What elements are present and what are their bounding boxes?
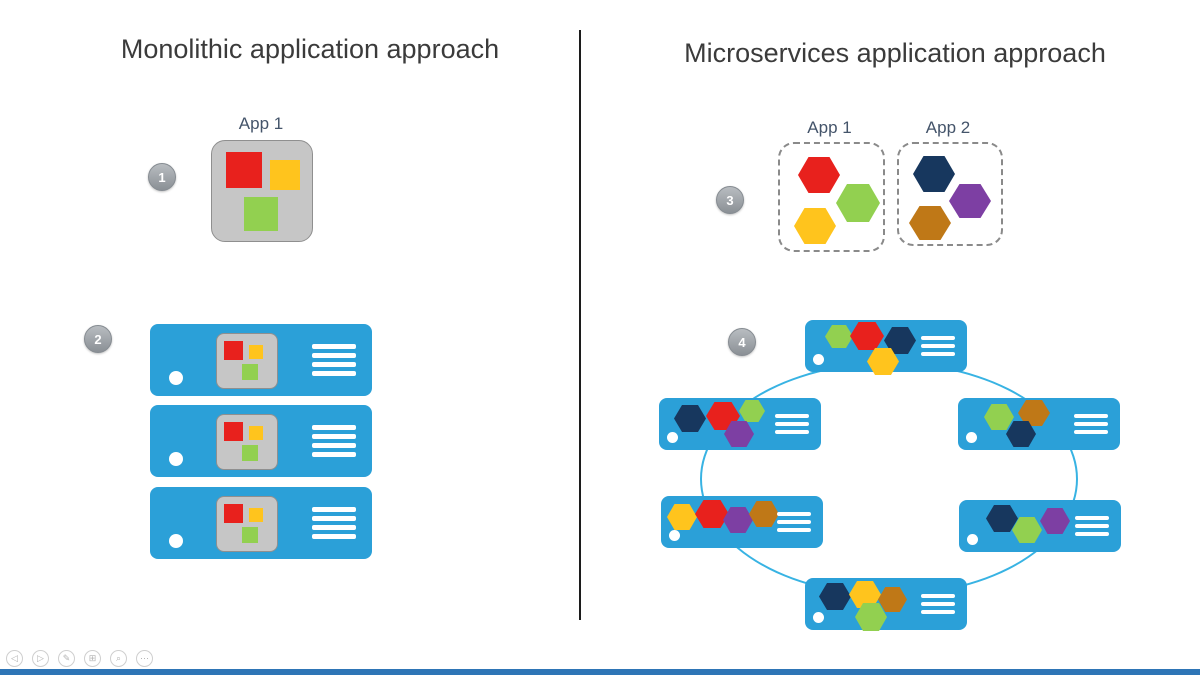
mini-block-green	[242, 364, 258, 380]
service-hex	[850, 322, 884, 350]
server-vents-icon	[921, 594, 955, 614]
service-hex-green	[836, 184, 880, 222]
slideshow-toolbar: ◁ ▷ ✎ ⊞ ⌕ ⋯	[6, 650, 153, 667]
service-hex	[878, 587, 907, 612]
server-vents-icon	[312, 344, 356, 376]
monolithic-title: Monolithic application approach	[120, 34, 500, 64]
next-slide-button[interactable]: ▷	[32, 650, 49, 667]
server-led-icon	[813, 354, 824, 365]
server-vents-icon	[777, 512, 811, 532]
server-led-icon	[169, 534, 183, 548]
step-2-badge: 2	[84, 325, 112, 353]
service-hex-brown	[909, 206, 951, 240]
center-divider	[579, 30, 581, 620]
mini-block-red	[224, 422, 243, 441]
server-led-icon	[966, 432, 977, 443]
pen-icon: ✎	[62, 653, 71, 663]
micro-server-lower-right	[959, 500, 1121, 552]
previous-slide-icon: ◁	[11, 653, 18, 663]
service-hex-purple	[949, 184, 991, 218]
server-vents-icon	[775, 414, 809, 434]
service-hex	[739, 400, 765, 422]
server-vents-icon	[312, 425, 356, 457]
service-hex	[695, 500, 729, 528]
monolith-server-2	[150, 405, 372, 477]
mini-app-box	[216, 496, 278, 552]
see-all-slides-icon: ⊞	[88, 653, 97, 663]
microservices-title: Microservices application approach	[684, 38, 1106, 68]
server-led-icon	[967, 534, 978, 545]
micro-app2-label: App 2	[925, 118, 971, 137]
monolith-app-box	[211, 140, 313, 242]
service-hex-yellow	[794, 208, 836, 244]
monolith-server-1	[150, 324, 372, 396]
service-hex	[674, 405, 706, 432]
service-hex	[723, 507, 753, 533]
server-vents-icon	[1074, 414, 1108, 434]
micro-app1-box	[778, 142, 885, 252]
module-block-red	[226, 152, 262, 188]
server-vents-icon	[312, 507, 356, 539]
module-block-yellow	[270, 160, 300, 190]
bottom-accent-bar	[0, 669, 1200, 675]
server-led-icon	[169, 371, 183, 385]
mini-block-red	[224, 341, 243, 360]
server-led-icon	[669, 530, 680, 541]
zoom-icon: ⌕	[115, 653, 122, 663]
mini-block-green	[242, 527, 258, 543]
service-hex-navy	[913, 156, 955, 192]
module-block-green	[244, 197, 278, 231]
monolith-server-3	[150, 487, 372, 559]
step-3-badge: 3	[716, 186, 744, 214]
server-led-icon	[813, 612, 824, 623]
micro-server-top	[805, 320, 967, 375]
zoom-button[interactable]: ⌕	[110, 650, 127, 667]
previous-slide-button[interactable]: ◁	[6, 650, 23, 667]
mini-app-box	[216, 414, 278, 470]
service-hex	[825, 325, 853, 348]
server-vents-icon	[921, 336, 955, 356]
server-led-icon	[169, 452, 183, 466]
service-hex-red	[798, 157, 840, 193]
mini-block-yellow	[249, 345, 263, 359]
server-vents-icon	[1075, 516, 1109, 536]
step-4-badge: 4	[728, 328, 756, 356]
more-options-icon: ⋯	[140, 653, 149, 663]
mini-block-yellow	[249, 508, 263, 522]
pen-button[interactable]: ✎	[58, 650, 75, 667]
mini-block-red	[224, 504, 243, 523]
service-hex	[749, 501, 779, 527]
mini-app-box	[216, 333, 278, 389]
micro-app1-label: App 1	[807, 118, 852, 137]
service-hex	[984, 404, 1014, 430]
service-hex	[667, 504, 697, 530]
mini-block-yellow	[249, 426, 263, 440]
service-hex	[1040, 508, 1070, 534]
step-1-badge: 1	[148, 163, 176, 191]
monolith-app-label: App 1	[238, 114, 284, 133]
more-options-button[interactable]: ⋯	[136, 650, 153, 667]
micro-app2-box	[897, 142, 1003, 246]
see-all-slides-button[interactable]: ⊞	[84, 650, 101, 667]
mini-block-green	[242, 445, 258, 461]
server-led-icon	[667, 432, 678, 443]
service-hex	[724, 421, 754, 447]
micro-server-upper-left	[659, 398, 821, 450]
next-slide-icon: ▷	[37, 653, 44, 663]
micro-server-bottom	[805, 578, 967, 631]
micro-server-lower-left	[661, 496, 823, 548]
micro-server-upper-right	[958, 398, 1120, 450]
service-hex	[819, 583, 851, 610]
service-hex	[1006, 421, 1036, 447]
